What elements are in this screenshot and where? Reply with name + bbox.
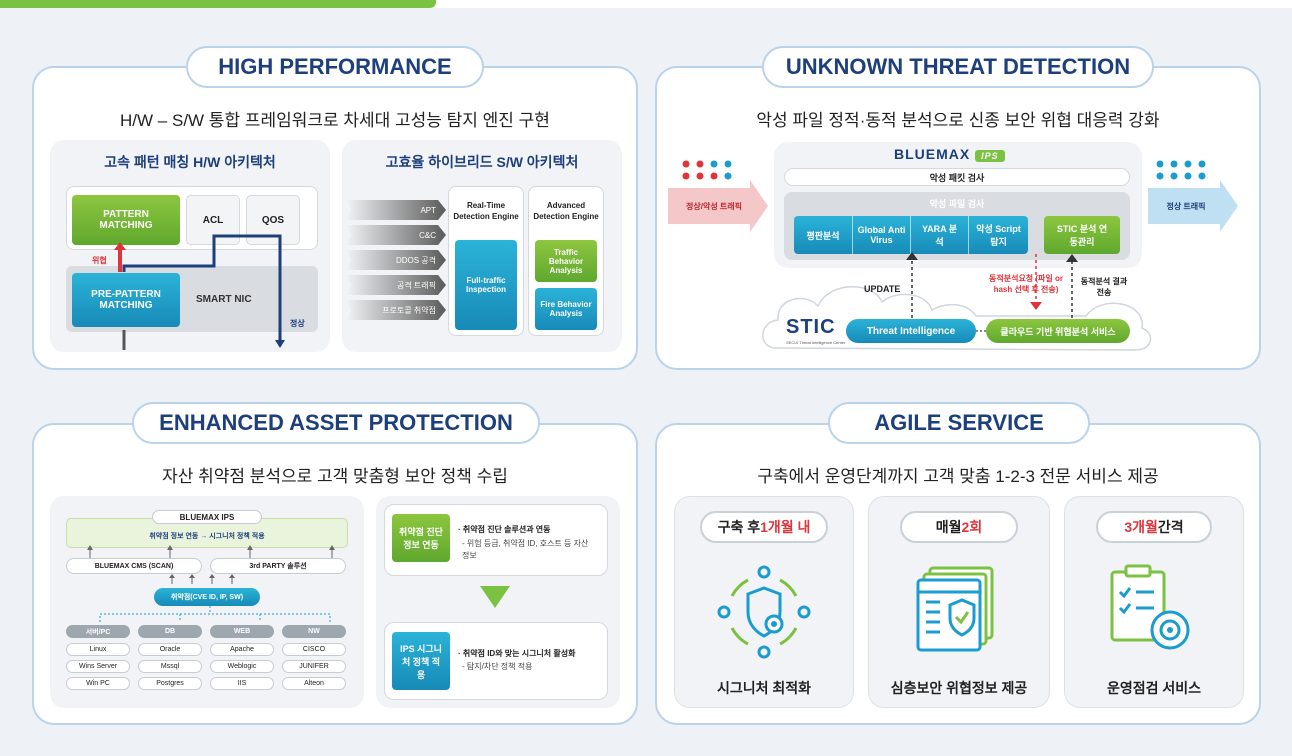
asset-item: Postgres — [138, 677, 202, 690]
asset-item: Alteon — [282, 677, 346, 690]
asset-protection-title: ENHANCED ASSET PROTECTION — [132, 402, 540, 444]
intel-link-dots — [976, 330, 986, 332]
normal-label: 정상 — [290, 319, 305, 328]
shield-cycle-icon — [717, 565, 811, 659]
ips-policy-title: · 취약점 ID와 맞는 시그니처 활성화 — [458, 649, 576, 658]
hw-flow-lines — [114, 234, 285, 350]
hw-architecture-title: 고속 패턴 매칭 H/W 아키텍처 — [104, 154, 276, 170]
top-accent — [0, 0, 436, 8]
fire-behavior-block: Fire Behavior Analysis — [535, 288, 597, 330]
service-card-2-label: 심층보안 위협정보 제공 — [890, 680, 1028, 696]
sw-input-protocol: 프로토콜 취약점 — [346, 300, 446, 320]
asset-item: Mssql — [138, 660, 202, 673]
high-performance-subtitle: H/W – S/W 통합 프레임워크로 차세대 고성능 탐지 엔진 구현 — [120, 111, 550, 130]
service-card-2-tag-pre: 매월 — [935, 519, 962, 535]
bluemax-ips-pill: BLUEMAX IPS — [152, 510, 262, 524]
engine-script: 악성 Script 탐지 — [968, 216, 1028, 254]
full-traffic-block: Full-traffic Inspection — [455, 240, 517, 330]
service-card-1-tag-highlight: 1개월 내 — [760, 519, 811, 535]
asset-item: Wins Server — [66, 660, 130, 673]
col-head-web: WEB — [210, 625, 274, 638]
adv-engine-title: Advanced Detection Engine — [533, 201, 599, 221]
cloud-service-block: 클라우드 기반 위협분석 서비스 — [986, 319, 1130, 343]
asset-item: CISCO — [282, 643, 346, 656]
ips-bar-text: 취약점 정보 연동 → 시그니처 정책 적용 — [149, 533, 265, 540]
service-card-3-tag-post: 간격 — [1157, 519, 1184, 535]
asset-item: Apache — [210, 643, 274, 656]
threat-intel-block: Threat Intelligence — [846, 319, 976, 343]
sw-input-apt: APT — [346, 200, 446, 220]
update-arrows — [906, 252, 1078, 318]
asset-item: Weblogic — [210, 660, 274, 673]
asset-protection-subtitle: 자산 취약점 분석으로 고객 맞춤형 보안 정책 수립 — [162, 467, 508, 486]
engine-yara: YARA 분석 — [910, 216, 968, 254]
traffic-arrows — [668, 160, 1238, 232]
service-card-1-label: 시그니처 최적화 — [716, 680, 812, 696]
col-head-db: DB — [138, 625, 202, 638]
top-bar — [0, 0, 1292, 8]
ips-policy-desc: - 탐지/차단 정책 적용 — [462, 662, 533, 671]
pattern-matching-block: PATTERN MATCHING — [72, 195, 180, 245]
col-head-nw: NW — [282, 625, 346, 638]
threat-detection-title: UNKNOWN THREAT DETECTION — [762, 46, 1154, 88]
flow-down-arrow — [480, 586, 510, 608]
vuln-pill: 취약점(CVE ID, IP, SW) — [154, 588, 260, 606]
bluemax-brand-badge: IPS — [975, 150, 1005, 162]
dynamic-request-label: 동적분석요청 (파일 or hash 선택 후 전송) — [989, 274, 1063, 294]
service-card-3-tag-highlight: 3개월 — [1124, 519, 1158, 535]
stic-logo: STIC — [786, 316, 836, 338]
engine-antivirus: Global Anti Virus — [852, 216, 910, 254]
third-party-pill: 3rd PARTY 솔루션 — [210, 558, 346, 574]
update-label: UPDATE — [864, 284, 901, 294]
packet-check-bar: 악성 패킷 검사 — [784, 168, 1130, 186]
vuln-link-desc: - 위험 등급, 취약점 ID, 호스트 등 자산 정보 — [462, 539, 589, 560]
sw-input-cnc: C&C — [346, 225, 446, 245]
service-card-1-tag: 구축 후 1개월 내 — [700, 511, 828, 543]
bluemax-brand: BLUEMAX IPS — [894, 146, 1005, 162]
stic-logo-sub: SECUI Threat Intelligence Center — [786, 340, 846, 345]
sw-input-attack: 공격 트래픽 — [346, 275, 446, 295]
asset-item: IIS — [210, 677, 274, 690]
asset-item: Linux — [66, 643, 130, 656]
left-arrow-label: 정상/악성 트래픽 — [686, 202, 742, 211]
file-check-title: 악성 파일 검사 — [929, 199, 985, 209]
asset-item: Win PC — [66, 677, 130, 690]
checklist-gear-icon — [1110, 564, 1190, 650]
asset-item: Oracle — [138, 643, 202, 656]
agile-service-title: AGILE SERVICE — [828, 402, 1090, 444]
stic-link-block: STIC 분석 연동관리 — [1044, 216, 1120, 254]
smart-nic-label: SMART NIC — [196, 294, 252, 305]
rt-engine-title: Real-Time Detection Engine — [453, 201, 519, 221]
asset-item: JUNIFER — [282, 660, 346, 673]
engine-reputation: 평판분석 — [806, 230, 840, 241]
bluemax-brand-text: BLUEMAX — [894, 146, 971, 162]
service-card-3-tag: 3개월 간격 — [1096, 511, 1212, 543]
pre-pattern-block: PRE-PATTERN MATCHING — [72, 273, 180, 327]
ips-policy-badge: IPS 시그니처 정책 적용 — [392, 632, 450, 690]
dynamic-result-label: 동적분석 결과 전송 — [1080, 277, 1128, 297]
document-shield-icon — [916, 566, 994, 652]
vuln-link-badge: 취약점 진단 정보 연동 — [392, 514, 450, 562]
traffic-behavior-block: Traffic Behavior Analysis — [535, 240, 597, 282]
service-card-2-tag-highlight: 2회 — [961, 519, 983, 535]
threat-label: 위협 — [92, 256, 107, 265]
high-performance-title: HIGH PERFORMANCE — [186, 46, 484, 88]
sw-input-ddos: DDOS 공격 — [346, 250, 446, 270]
right-arrow-label: 정상 트래픽 — [1166, 202, 1206, 211]
vuln-link-title: · 취약점 진단 솔루션과 연동 — [458, 525, 551, 534]
service-card-3-label: 운영점검 서비스 — [1106, 680, 1202, 696]
col-head-server: 서버/PC — [66, 625, 130, 638]
agile-service-subtitle: 구축에서 운영단계까지 고객 맞춤 1-2-3 전문 서비스 제공 — [757, 467, 1159, 486]
service-card-1-tag-pre: 구축 후 — [717, 519, 761, 535]
cms-pill: BLUEMAX CMS (SCAN) — [66, 558, 202, 574]
threat-detection-subtitle: 악성 파일 정적·동적 분석으로 신종 보안 위협 대응력 강화 — [756, 111, 1160, 130]
sw-architecture-title: 고효율 하이브리드 S/W 아키텍처 — [385, 154, 579, 170]
service-card-2-tag: 매월 2회 — [900, 511, 1018, 543]
engine-strip — [794, 216, 1028, 254]
